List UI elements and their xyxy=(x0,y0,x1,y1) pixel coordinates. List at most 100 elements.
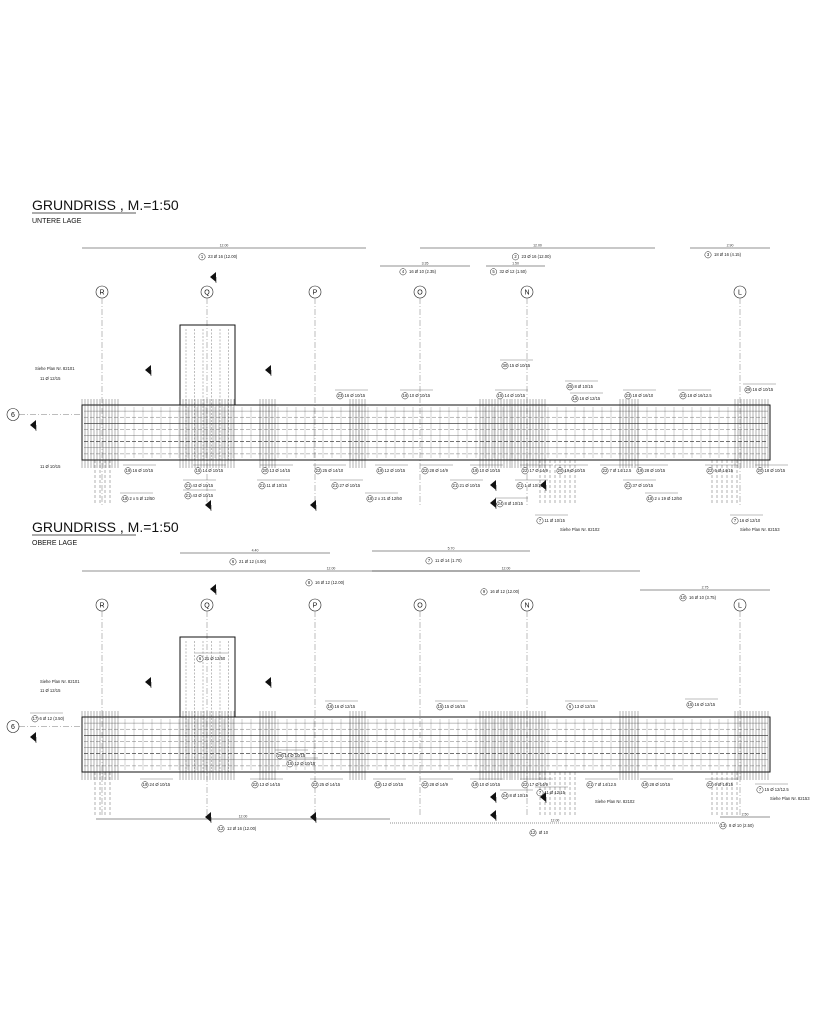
rebar-position-label: 12 Ø 10/15 xyxy=(385,468,406,473)
rebar-position-label: 28 Ø 14/9 xyxy=(430,782,449,787)
rebar-position-label: 2 x 19 Ø 12/50 xyxy=(655,496,683,501)
position-bubble xyxy=(512,253,519,261)
position-bubble xyxy=(706,781,714,789)
position-number: 22 xyxy=(316,468,321,473)
rebar-position-label: 28 Ø 10/15 xyxy=(650,782,671,787)
rebar-position-label: 16 Ø 12/15 xyxy=(580,396,601,401)
position-number: 25 xyxy=(568,384,573,389)
position-number: 29 xyxy=(746,387,751,392)
position-number: 7 xyxy=(759,787,762,792)
axis-label: P xyxy=(313,603,318,610)
position-number: 19 xyxy=(378,468,383,473)
position-number: 23 xyxy=(626,393,631,398)
section-arrow-icon xyxy=(490,498,496,508)
position-bubble xyxy=(276,752,284,760)
rebar-position-label: 11 Ø 10/15 xyxy=(267,483,288,488)
axis-bubble xyxy=(413,598,427,612)
position-bubble xyxy=(331,482,339,490)
axis-bubble xyxy=(95,285,109,299)
bar-description: 23 Ø 16 (12.00) xyxy=(208,254,238,259)
position-bubble xyxy=(374,781,382,789)
position-number: 19 xyxy=(473,468,478,473)
position-bubble xyxy=(496,500,504,508)
rebar-position-label: 16 Ø 12/15 xyxy=(335,704,356,709)
rebar-position-label: 16 Ø 12/10 xyxy=(740,518,761,523)
section-arrow-icon xyxy=(540,792,546,802)
rebar-position-label: 1 Ø 10/15 xyxy=(525,483,544,488)
rebar-position-label: 16 Ø 10/15 xyxy=(345,393,366,398)
rebar-position-label: 2 x 5 Ø 12/50 xyxy=(130,496,156,501)
position-bubble xyxy=(571,395,579,403)
axis-label: N xyxy=(524,603,529,610)
position-number: 22 xyxy=(253,782,258,787)
plan-subtitle: UNTERE LAGE xyxy=(32,218,82,225)
position-bubble xyxy=(480,588,488,596)
position-bubble xyxy=(744,386,752,394)
position-number: 15 xyxy=(288,761,293,766)
rebar-position-label: 11 Ø 10/15 xyxy=(545,518,566,523)
rebar-position-label: 11 Ø 12/15 xyxy=(545,790,566,795)
position-number: 4 xyxy=(402,269,405,274)
position-bubble xyxy=(425,557,433,565)
axis-label: Q xyxy=(204,290,210,297)
position-bubble xyxy=(124,467,132,475)
column-outline xyxy=(179,324,236,406)
position-bubble xyxy=(501,792,509,800)
bar-description: 8 Ø 10 (2.50) xyxy=(729,823,754,828)
bar-description: 12 Ø 16 (12.00) xyxy=(227,826,257,831)
reference-note: Siehe Plan Nr. 82102 xyxy=(595,799,635,804)
section-arrow-icon xyxy=(265,677,271,687)
position-bubble xyxy=(521,467,529,475)
position-number: 7 xyxy=(734,518,737,523)
bar-description: 32 Ø 12 (1.50) xyxy=(500,269,528,274)
position-number: 10 xyxy=(681,595,686,600)
position-number: 22 xyxy=(423,782,428,787)
position-bubble xyxy=(421,781,429,789)
rebar-position-label: 16 Ø 10/15 xyxy=(133,468,154,473)
position-number: 19 xyxy=(473,782,478,787)
section-arrow-icon xyxy=(30,732,36,742)
position-bubble xyxy=(261,467,269,475)
section-arrow-icon xyxy=(205,500,211,510)
rebar-position-label: 18 Ø 16/12.5 xyxy=(688,393,713,398)
position-number: 22 xyxy=(313,782,318,787)
plan-subtitle: OBERE LAGE xyxy=(32,540,77,547)
position-number: 6 xyxy=(569,704,572,709)
bar-length: 12.00 xyxy=(327,567,336,571)
section-arrow-icon xyxy=(30,420,36,430)
section-arrow-icon xyxy=(490,792,496,802)
position-bubble xyxy=(490,268,497,276)
reference-note: 11 Ø 12/15 xyxy=(40,688,61,693)
rebar-position-label: 17 Ø 14/9 xyxy=(530,468,549,473)
position-number: 21 xyxy=(453,483,458,488)
position-number: 16 xyxy=(403,393,408,398)
position-bubble xyxy=(305,579,313,587)
rebar-position-label: 8 Ø 10/15 xyxy=(505,501,524,506)
position-number: 23 xyxy=(338,393,343,398)
position-number: 21 xyxy=(186,493,191,498)
rebar-position-label: 6 Ø 12 (3.50) xyxy=(40,716,65,721)
rebar-position-label: 16 Ø 10/15 xyxy=(753,387,774,392)
position-bubble xyxy=(586,781,594,789)
rebar-position-label: 13 Ø 12/15 xyxy=(575,704,596,709)
rebar-position-label: 18 Ø 16/10 xyxy=(633,393,654,398)
position-number: 19 xyxy=(143,782,148,787)
rebar-position-label: 10 Ø 10/15 xyxy=(410,393,431,398)
axis-bubble xyxy=(520,598,534,612)
rebar-position-label: 17 Ø 14/9 xyxy=(530,782,549,787)
rebar-position-label: 12 Ø 10/15 xyxy=(383,782,404,787)
bar-description: 21 Ø 12 (4.00) xyxy=(239,559,267,564)
position-bubble xyxy=(496,392,504,400)
position-number: 21 xyxy=(626,483,631,488)
position-bubble xyxy=(706,467,714,475)
position-number: 22 xyxy=(708,782,713,787)
rebar-position-label: 37 Ø 10/15 xyxy=(633,483,654,488)
position-bubble xyxy=(401,392,409,400)
rebar-position-label: 14 Ø 10/15 xyxy=(203,468,224,473)
reference-note: Siehe Plan Nr. 82101 xyxy=(40,679,80,684)
reference-note: Siehe Plan Nr. 82101 xyxy=(35,366,75,371)
position-number: 19 xyxy=(643,782,648,787)
rebar-position-label: 16 Ø 12/15 xyxy=(695,702,716,707)
axis-label: R xyxy=(99,290,104,297)
